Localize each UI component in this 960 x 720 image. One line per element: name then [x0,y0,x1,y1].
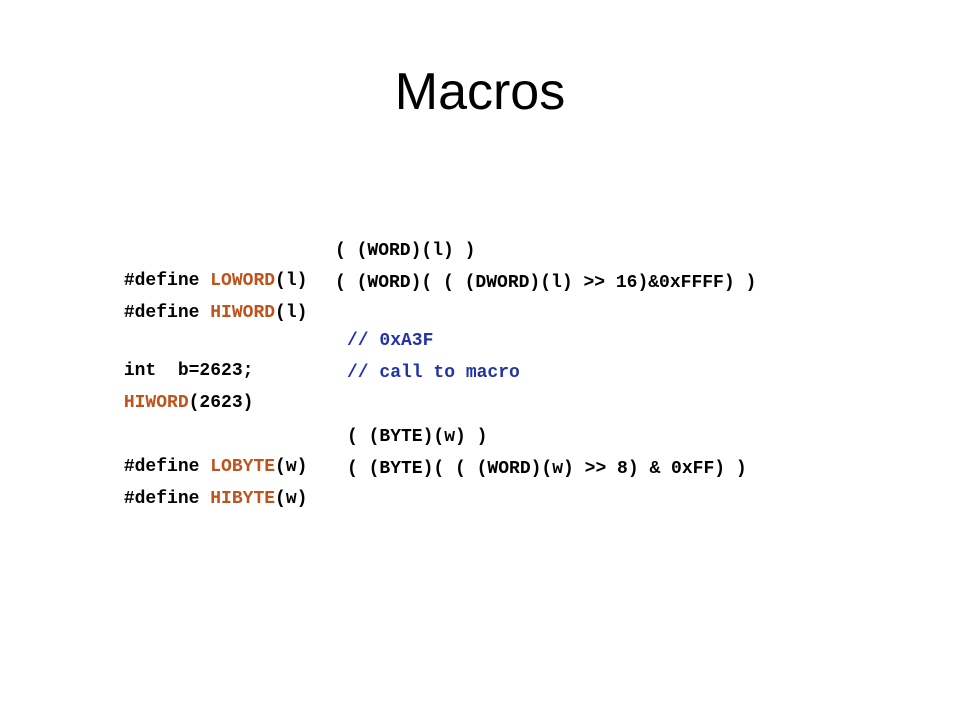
macro-name: HIBYTE [210,489,276,509]
code-line-macro-call: HIWORD(2623) // call to macro [59,358,520,413]
code-line-hibyte-define: #define HIBYTE(w) ( (BYTE)( ( (WORD)(w) … [59,454,747,509]
macro-params: (l) [275,271,308,291]
declaration-code: int b=2623; [123,361,254,381]
code-line-hiword-define: #define HIWORD(l) ( (WORD)( ( (DWORD)(l)… [59,268,756,323]
call-args: (2623) [188,393,254,413]
macro-name: HIWORD [210,303,276,323]
code-comment: // 0xA3F [347,331,434,351]
define-keyword: #define [123,457,211,477]
code-comment: // call to macro [347,363,520,383]
macro-body: ( (WORD)(l) ) [335,241,476,261]
macro-params: (w) [275,457,308,477]
define-keyword: #define [123,271,211,291]
code-line-loword-define: #define LOWORD(l) ( (WORD)(l) ) [59,236,476,291]
code-line-int-decl: int b=2623; // 0xA3F [59,326,434,381]
macro-params: (l) [275,303,308,323]
macro-body: ( (WORD)( ( (DWORD)(l) >> 16)&0xFFFF) ) [335,273,757,293]
macro-name: LOWORD [210,271,276,291]
macro-name: HIWORD [123,393,189,413]
macro-body: ( (BYTE)( ( (WORD)(w) >> 8) & 0xFF) ) [347,459,747,479]
define-keyword: #define [123,489,211,509]
macro-body: ( (BYTE)(w) ) [347,427,488,447]
define-keyword: #define [123,303,211,323]
macro-name: LOBYTE [210,457,276,477]
macro-params: (w) [275,489,308,509]
code-line-lobyte-define: #define LOBYTE(w) ( (BYTE)(w) ) [59,422,488,477]
slide-title: Macros [394,63,566,121]
